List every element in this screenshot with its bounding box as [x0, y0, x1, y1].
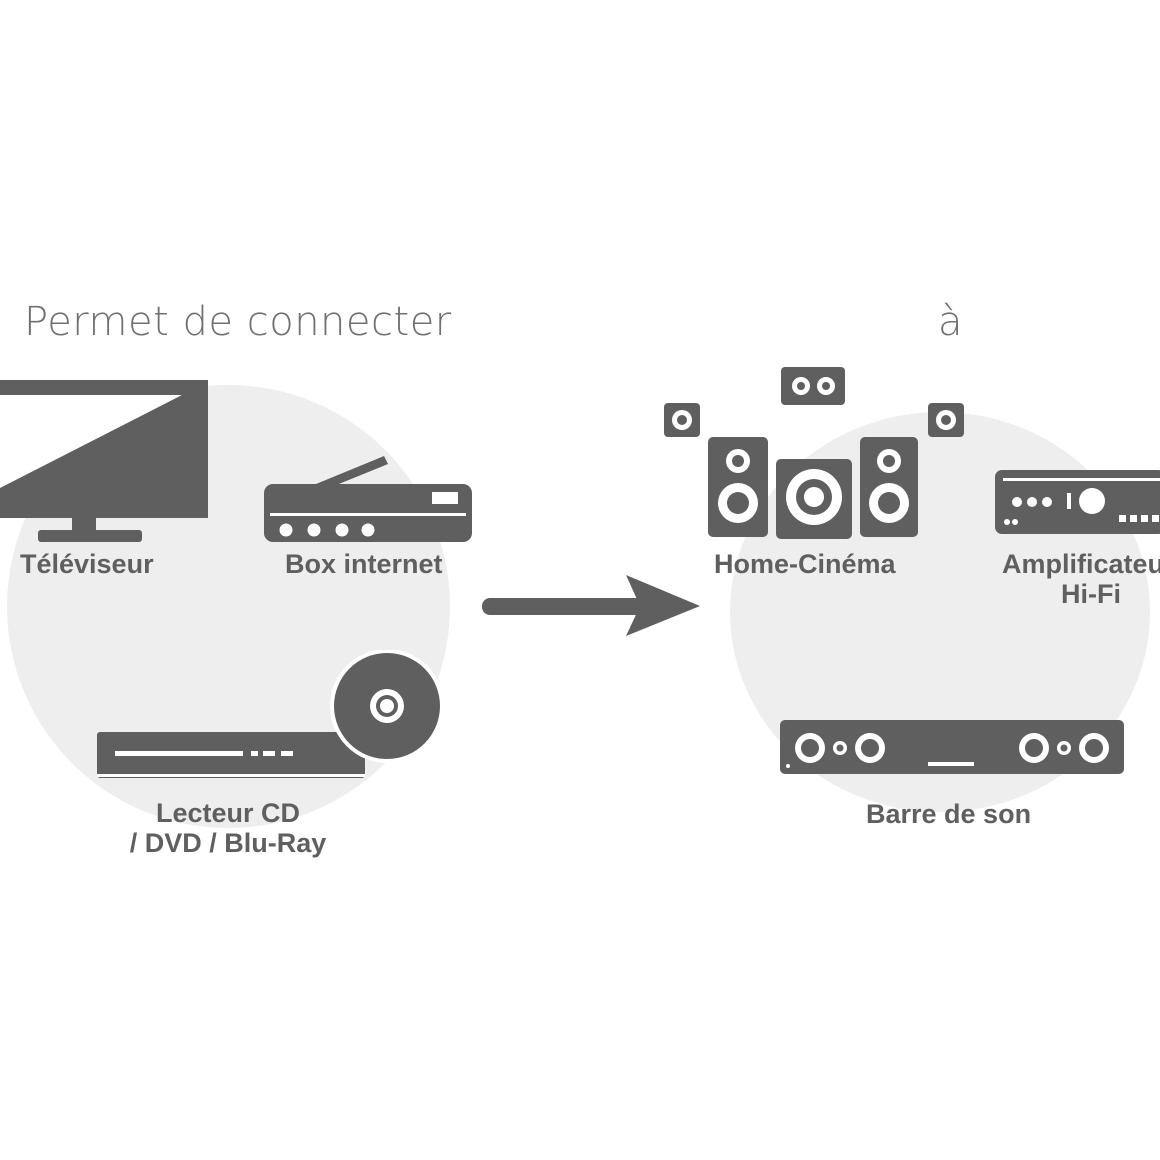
amplifier-icon — [995, 470, 1160, 534]
speakers-label: Home-Cinéma — [714, 549, 896, 579]
soundbar-icon — [780, 720, 1124, 774]
amplifier-label: Amplificateur Hi-Fi — [1002, 549, 1160, 609]
amplifier-label-line1: Amplificateur — [1002, 549, 1160, 579]
disc-player-label: Lecteur CD / DVD / Blu-Ray — [118, 798, 338, 858]
disc-player-label-line2: / DVD / Blu-Ray — [129, 828, 327, 858]
arrow-right-icon — [482, 575, 700, 636]
heading-to: à — [938, 299, 964, 345]
router-icon — [264, 456, 472, 542]
router-label: Box internet — [285, 549, 443, 579]
disc-player-label-line1: Lecteur CD — [155, 798, 301, 828]
heading-from: Permet de connecter — [24, 299, 452, 345]
speakers-icon — [664, 367, 964, 539]
disc-player-icon — [97, 650, 444, 778]
soundbar-label: Barre de son — [866, 799, 1032, 829]
amplifier-label-line2: Hi-Fi — [1061, 579, 1121, 609]
tv-icon — [0, 380, 208, 542]
tv-label: Téléviseur — [20, 549, 154, 579]
